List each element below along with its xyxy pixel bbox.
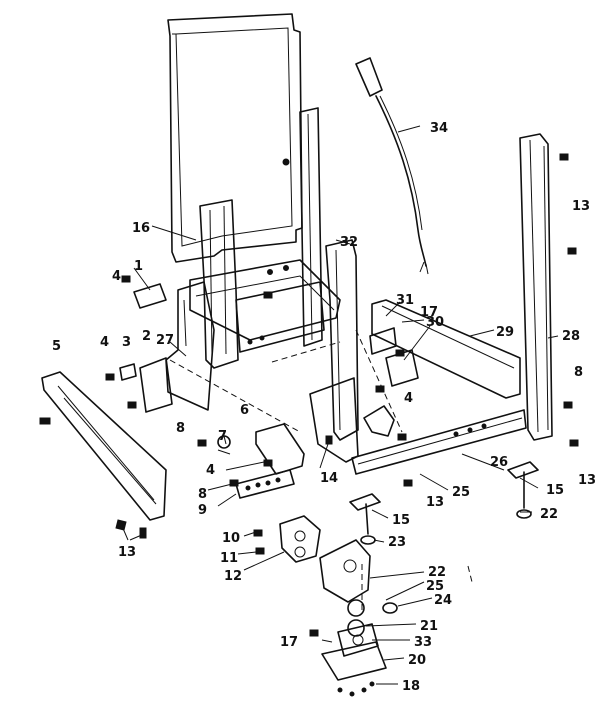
callout-5: 5: [52, 339, 61, 354]
terminal-block-9: [235, 469, 295, 499]
bracket-25: [363, 405, 395, 437]
callout-31: 31: [396, 293, 414, 308]
rail-29: [371, 299, 521, 399]
switch-12: [279, 515, 321, 563]
callout-8: 8: [574, 365, 583, 380]
callout-25: 25: [452, 485, 470, 500]
callout-6: 6: [240, 403, 249, 418]
callout-16: 16: [132, 221, 150, 236]
door-panel: [167, 13, 303, 263]
alignment-lines: [169, 329, 473, 610]
leader-lines: [121, 125, 559, 685]
callout-11: 11: [220, 551, 238, 566]
callout-34: 34: [430, 121, 448, 136]
callout-8: 8: [198, 487, 207, 502]
callout-8: 8: [176, 421, 185, 436]
left-upright-frame: [199, 199, 239, 369]
callout-4: 4: [100, 335, 109, 350]
callout-4: 4: [112, 269, 121, 284]
callout-17: 17: [280, 635, 298, 650]
bracket-2-3: [119, 283, 173, 413]
callout-23: 24: [434, 593, 452, 608]
base-frame: [309, 377, 527, 475]
callout-22: 22: [540, 507, 558, 522]
callout-9: 9: [198, 503, 207, 518]
callout-10: 10: [222, 531, 240, 546]
callout-2: 2: [142, 329, 151, 344]
callout-29: 29: [496, 325, 514, 340]
callout-13: 13: [118, 545, 136, 560]
callout-13: 13: [426, 495, 444, 510]
callout-7: 7: [218, 429, 227, 444]
callout-33: 33: [414, 635, 432, 650]
callout-13: 13: [578, 473, 596, 488]
leveling-foot-left: [349, 493, 381, 545]
kick-panel-5: [41, 371, 167, 521]
callout-13: 13: [572, 199, 590, 214]
callout-1: 1: [134, 259, 143, 274]
callout-21: 22: [428, 565, 446, 580]
main-frame-beam: [189, 259, 341, 353]
left-bracket-27: [165, 281, 215, 411]
callout-14: 14: [320, 471, 338, 486]
callout-3: 3: [122, 335, 131, 350]
power-cord-34: [355, 57, 429, 275]
callout-19: 20: [408, 653, 426, 668]
callout-30: 30: [426, 315, 444, 330]
upright-32: [325, 239, 359, 441]
callout-15: 15: [546, 483, 564, 498]
callout-17: 17: [420, 305, 438, 320]
callout-22: 23: [388, 535, 406, 550]
callout-32: 32: [340, 235, 358, 250]
callout-18: 18: [402, 679, 420, 694]
callout-24: 25: [426, 579, 444, 594]
callout-27: 27: [156, 333, 174, 348]
callout-4: 4: [206, 463, 215, 478]
bracket-6: [255, 423, 305, 475]
callout-4: 4: [404, 391, 413, 406]
callout-26: 26: [490, 455, 508, 470]
center-upright: [299, 107, 323, 347]
rail-28: [519, 133, 553, 441]
callout-labels: 34 16 32 13 4 1 31 17 30 29 28 5 4 3 2 2…: [52, 121, 596, 694]
screws: [39, 153, 579, 637]
leveling-foot-right: [507, 461, 539, 519]
callout-28: 28: [562, 329, 580, 344]
pump-assembly: [319, 539, 398, 697]
callout-20: 21: [420, 619, 438, 634]
callout-15: 15: [392, 513, 410, 528]
callout-12: 12: [224, 569, 242, 584]
